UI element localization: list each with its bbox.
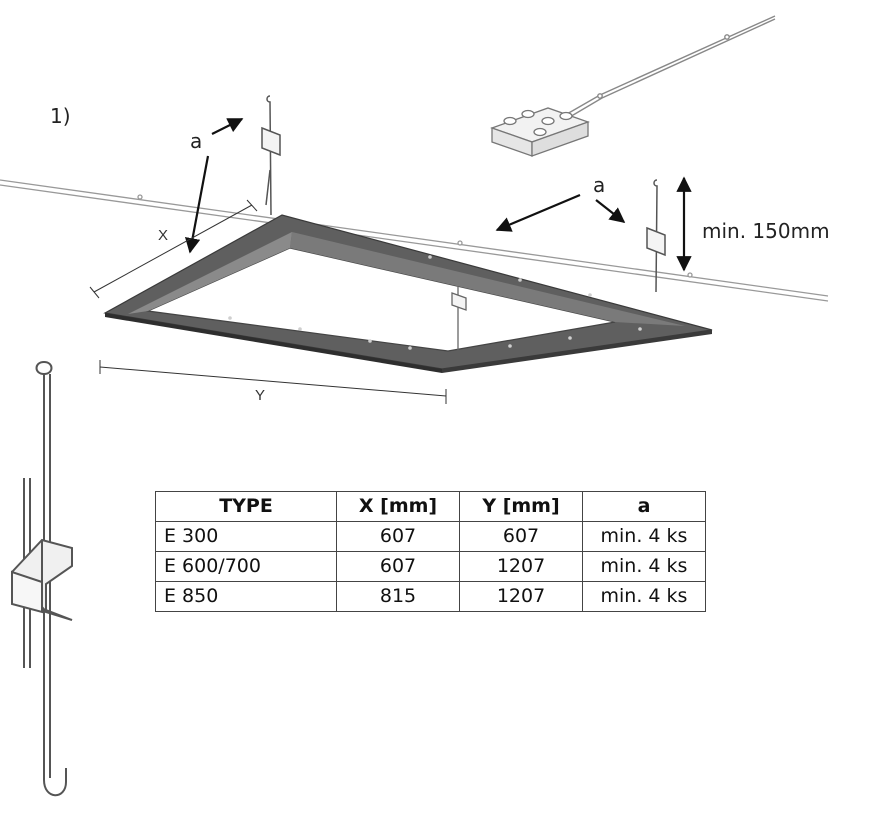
cell-type: E 850 [155,581,337,612]
arrow-a-right [495,193,626,232]
table-row: E 600/700 607 1207 min. 4 ks [155,551,706,582]
header-a: a [582,491,706,522]
header-x: X [mm] [336,491,460,522]
label-min-height: min. 150mm [702,219,830,243]
hanger-hook-icon [261,95,281,216]
ceiling-rail [0,179,829,302]
type-dimension-table: TYPE X [mm] Y [mm] a E 300 607 607 min. … [155,491,706,612]
table-row: E 850 815 1207 min. 4 ks [155,581,706,612]
cell-y: 1207 [459,581,583,612]
cell-y: 607 [459,521,583,552]
arrow-a-left [184,118,244,254]
dimension-y [99,360,447,404]
label-a-left: a [190,129,202,153]
hanger-hook-icon [451,286,467,350]
table-row: E 300 607 607 min. 4 ks [155,521,706,552]
cell-a: min. 4 ks [582,551,706,582]
cell-type: E 300 [155,521,337,552]
hanger-hook-icon [11,360,73,797]
dimension-x [89,199,258,299]
cell-x: 815 [336,581,460,612]
table-header-row: TYPE X [mm] Y [mm] a [155,491,706,522]
cell-a: min. 4 ks [582,521,706,552]
label-a-right: a [593,173,605,197]
hanger-hook-icon [646,179,666,293]
cell-a: min. 4 ks [582,581,706,612]
header-type: TYPE [155,491,337,522]
supply-cable [559,15,776,122]
junction-box-icon [490,107,590,157]
step-label: 1) [50,104,71,128]
cell-x: 607 [336,521,460,552]
cell-y: 1207 [459,551,583,582]
frame-icon [103,214,713,373]
cell-type: E 600/700 [155,551,337,582]
label-x: X [158,227,168,244]
label-y: Y [255,387,265,404]
cell-x: 607 [336,551,460,582]
header-y: Y [mm] [459,491,583,522]
